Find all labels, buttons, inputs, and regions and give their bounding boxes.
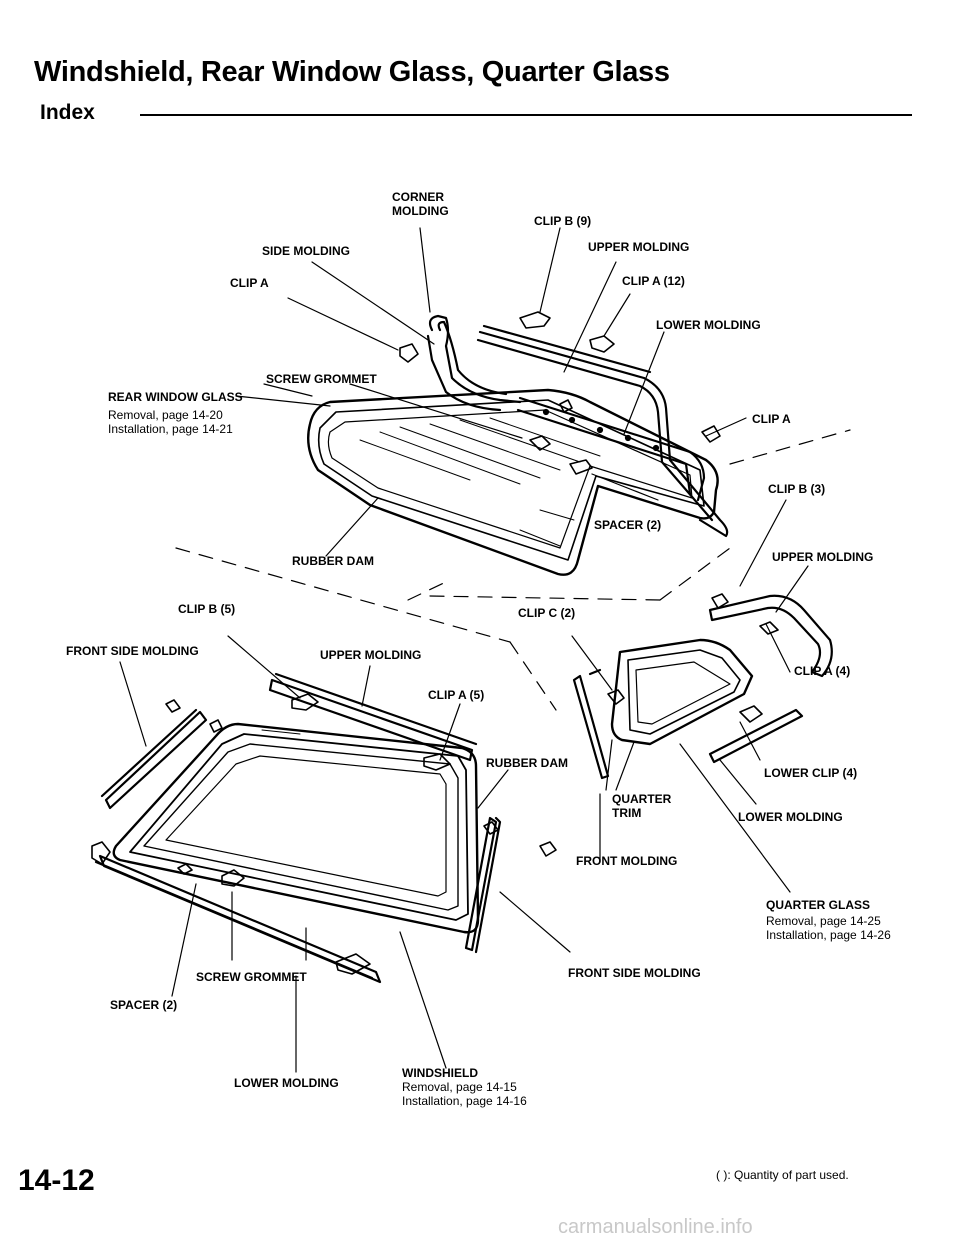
- leader-lines: [119, 227, 809, 1073]
- label-front-side-molding-left: FRONT SIDE MOLDING: [66, 644, 199, 658]
- label-front-side-molding-right: FRONT SIDE MOLDING: [568, 966, 701, 980]
- ref-quarter-glass-installation: Installation, page 14-26: [766, 928, 891, 942]
- label-clip-a-5: CLIP A (5): [428, 688, 485, 702]
- label-corner-molding: CORNER MOLDING: [392, 190, 449, 218]
- label-rubber-dam-front: RUBBER DAM: [486, 756, 568, 770]
- dashed-group-lines: [175, 429, 851, 711]
- ref-windshield-removal: Removal, page 14-15: [402, 1080, 517, 1094]
- rear-window-glass-part: [307, 388, 719, 576]
- label-lower-molding-rear: LOWER MOLDING: [656, 318, 761, 332]
- label-lower-clip-4: LOWER CLIP (4): [764, 766, 858, 780]
- label-spacer-2-front: SPACER (2): [110, 998, 178, 1012]
- quarter-trim-part: [572, 668, 610, 780]
- ref-rear-window-removal: Removal, page 14-20: [108, 408, 223, 422]
- label-windshield: WINDSHIELD: [402, 1066, 478, 1080]
- page-title: Windshield, Rear Window Glass, Quarter G…: [34, 56, 670, 88]
- label-rear-window-glass: REAR WINDOW GLASS: [108, 390, 243, 404]
- page-number: 14-12: [18, 1164, 95, 1197]
- front-upper-molding-part: [268, 672, 478, 762]
- quarter-lower-molding-part: [708, 708, 804, 764]
- section-subtitle: Index: [40, 101, 95, 124]
- label-spacer-2-rear: SPACER (2): [594, 518, 662, 532]
- label-front-molding: FRONT MOLDING: [576, 854, 678, 868]
- label-clip-c-2: CLIP C (2): [518, 606, 576, 620]
- ref-quarter-glass-removal: Removal, page 14-25: [766, 914, 881, 928]
- front-lower-molding-part: [91, 841, 382, 984]
- windshield-part: [112, 722, 480, 934]
- ref-rear-window-installation: Installation, page 14-21: [108, 422, 233, 436]
- label-clip-a-rear-left: CLIP A: [230, 276, 269, 290]
- label-upper-molding-front: UPPER MOLDING: [320, 648, 422, 662]
- label-upper-molding-rear: UPPER MOLDING: [588, 240, 690, 254]
- label-clip-b-5: CLIP B (5): [178, 602, 236, 616]
- label-clip-a-12: CLIP A (12): [622, 274, 685, 288]
- label-clip-b-3: CLIP B (3): [768, 482, 826, 496]
- front-clip-parts: [165, 693, 557, 975]
- rear-clip-parts: [399, 311, 721, 475]
- label-screw-grommet-front: SCREW GROMMET: [196, 970, 307, 984]
- label-rubber-dam-rear: RUBBER DAM: [292, 554, 374, 568]
- label-clip-a-rear-right: CLIP A: [752, 412, 791, 426]
- label-quarter-trim: QUARTER TRIM: [612, 792, 672, 820]
- quarter-glass-part: [610, 638, 754, 746]
- label-lower-molding-quarter: LOWER MOLDING: [738, 810, 843, 824]
- quantity-note: ( ): Quantity of part used.: [716, 1168, 849, 1182]
- quarter-clip-parts: [607, 593, 779, 723]
- ref-windshield-installation: Installation, page 14-16: [402, 1094, 527, 1108]
- label-side-molding: SIDE MOLDING: [262, 244, 351, 258]
- rear-lower-molding-part: [516, 396, 706, 502]
- label-screw-grommet-rear: SCREW GROMMET: [266, 372, 377, 386]
- quarter-upper-molding-part: [708, 594, 833, 678]
- label-clip-b-9: CLIP B (9): [534, 214, 592, 228]
- header-rule: [140, 114, 912, 116]
- label-quarter-glass: QUARTER GLASS: [766, 898, 871, 912]
- rear-side-molding-part: [426, 314, 522, 412]
- front-side-molding-parts: [100, 708, 502, 954]
- label-lower-molding-front: LOWER MOLDING: [234, 1076, 339, 1090]
- label-upper-molding-quarter: UPPER MOLDING: [772, 550, 874, 564]
- watermark: carmanualsonline.info: [558, 1216, 753, 1238]
- label-clip-a-4: CLIP A (4): [794, 664, 851, 678]
